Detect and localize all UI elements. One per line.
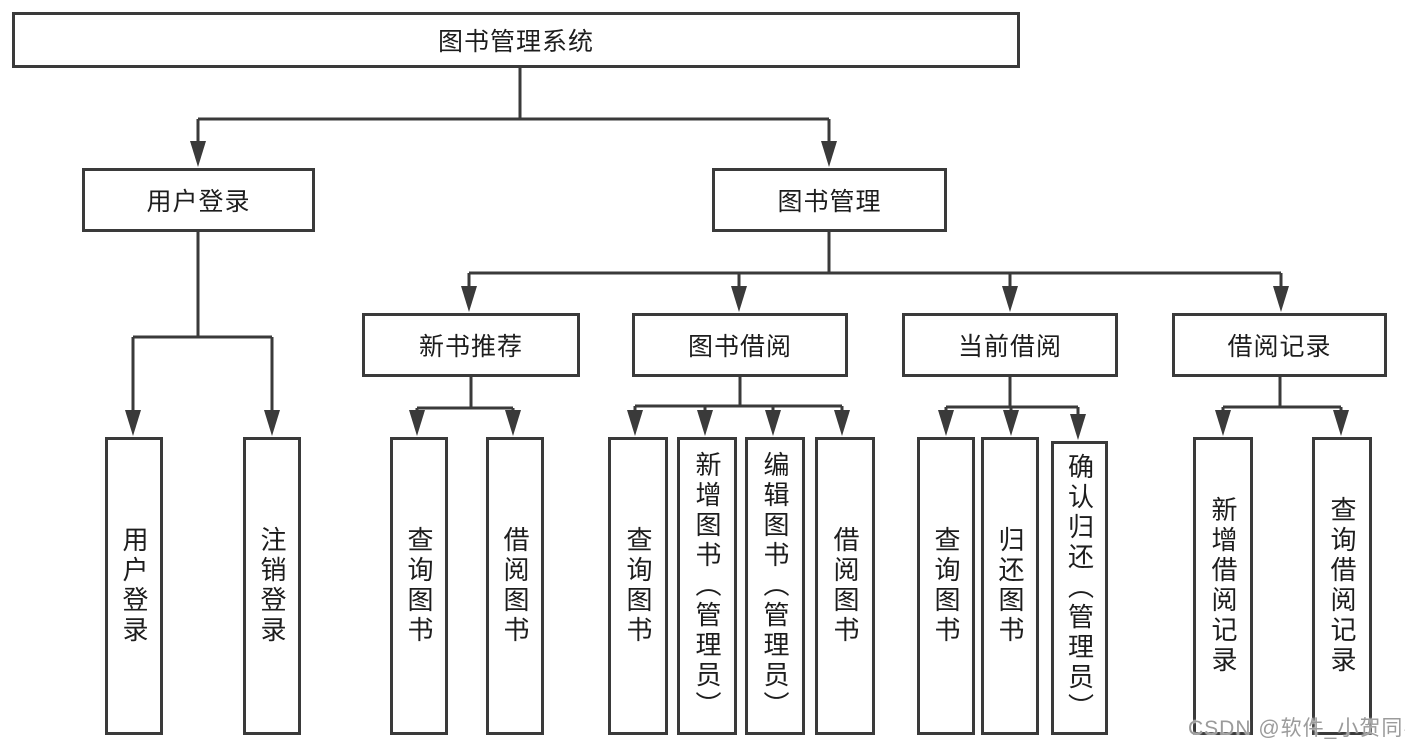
leaf-query-books-current: 查询图书 — [917, 437, 975, 735]
leaf-borrow-books-recommend-label: 借阅图书 — [500, 526, 530, 646]
node-root: 图书管理系统 — [12, 12, 1020, 68]
arrowhead-icon — [731, 286, 747, 312]
leaf-borrow-books-recommend: 借阅图书 — [486, 437, 544, 735]
leaf-query-books-recommend-label: 查询图书 — [404, 526, 434, 646]
leaf-return-books: 归还图书 — [981, 437, 1039, 735]
node-book-borrow-label: 图书借阅 — [687, 333, 792, 361]
arrowhead-icon — [461, 286, 477, 312]
leaf-return-books-label: 归还图书 — [995, 526, 1025, 646]
leaf-confirm-return-admin-label: 确认归还（管理员） — [1064, 453, 1095, 723]
leaf-logout-label: 注销登录 — [257, 526, 287, 646]
node-book-management-label: 图书管理 — [777, 188, 882, 216]
leaf-query-borrow-record-label: 查询借阅记录 — [1327, 496, 1357, 676]
leaf-borrow-books: 借阅图书 — [815, 437, 875, 735]
leaf-query-borrow-record: 查询借阅记录 — [1312, 437, 1372, 735]
arrowhead-icon — [697, 410, 713, 436]
leaf-add-books-admin-label: 新增图书（管理员） — [692, 451, 722, 721]
leaf-query-books-borrow-label: 查询图书 — [623, 526, 653, 646]
leaf-user-login: 用户登录 — [105, 437, 163, 735]
arrowhead-icon — [834, 410, 850, 436]
node-book-management: 图书管理 — [712, 168, 947, 232]
node-book-borrow: 图书借阅 — [632, 313, 848, 377]
leaf-add-borrow-record: 新增借阅记录 — [1193, 437, 1253, 735]
arrowhead-icon — [1002, 286, 1018, 312]
leaf-query-books-borrow: 查询图书 — [608, 437, 668, 735]
leaf-query-books-current-label: 查询图书 — [931, 526, 961, 646]
csdn-watermark: CSDN @软件_小贺同学 — [1188, 717, 1405, 740]
arrowhead-icon — [1215, 410, 1231, 436]
arrowhead-icon — [1070, 414, 1086, 440]
leaf-confirm-return-admin: 确认归还（管理员） — [1051, 441, 1108, 735]
node-user-login-label: 用户登录 — [146, 188, 251, 216]
arrowhead-icon — [190, 141, 206, 167]
arrowhead-icon — [938, 410, 954, 436]
arrowhead-icon — [821, 141, 837, 167]
arrowhead-icon — [1333, 410, 1349, 436]
node-current-borrow-label: 当前借阅 — [957, 333, 1062, 361]
leaf-add-books-admin: 新增图书（管理员） — [677, 437, 737, 735]
leaf-logout: 注销登录 — [243, 437, 301, 735]
leaf-edit-books-admin: 编辑图书（管理员） — [745, 437, 805, 735]
arrowhead-icon — [627, 410, 643, 436]
arrowhead-icon — [1273, 286, 1289, 312]
arrowhead-icon — [125, 410, 141, 436]
node-user-login: 用户登录 — [82, 168, 315, 232]
node-new-book-recommend-label: 新书推荐 — [418, 333, 523, 361]
arrowhead-icon — [765, 410, 781, 436]
leaf-borrow-books-label: 借阅图书 — [830, 526, 860, 646]
leaf-user-login-label: 用户登录 — [119, 526, 149, 646]
leaf-edit-books-admin-label: 编辑图书（管理员） — [760, 451, 790, 721]
node-new-book-recommend: 新书推荐 — [362, 313, 580, 377]
node-borrow-record: 借阅记录 — [1172, 313, 1387, 377]
arrowhead-icon — [1003, 410, 1019, 436]
arrowhead-icon — [264, 410, 280, 436]
node-root-label: 图书管理系统 — [437, 28, 594, 56]
leaf-add-borrow-record-label: 新增借阅记录 — [1208, 496, 1238, 676]
arrowhead-icon — [505, 410, 521, 436]
leaf-query-books-recommend: 查询图书 — [390, 437, 448, 735]
node-borrow-record-label: 借阅记录 — [1227, 333, 1332, 361]
arrowhead-icon — [409, 410, 425, 436]
node-current-borrow: 当前借阅 — [902, 313, 1118, 377]
